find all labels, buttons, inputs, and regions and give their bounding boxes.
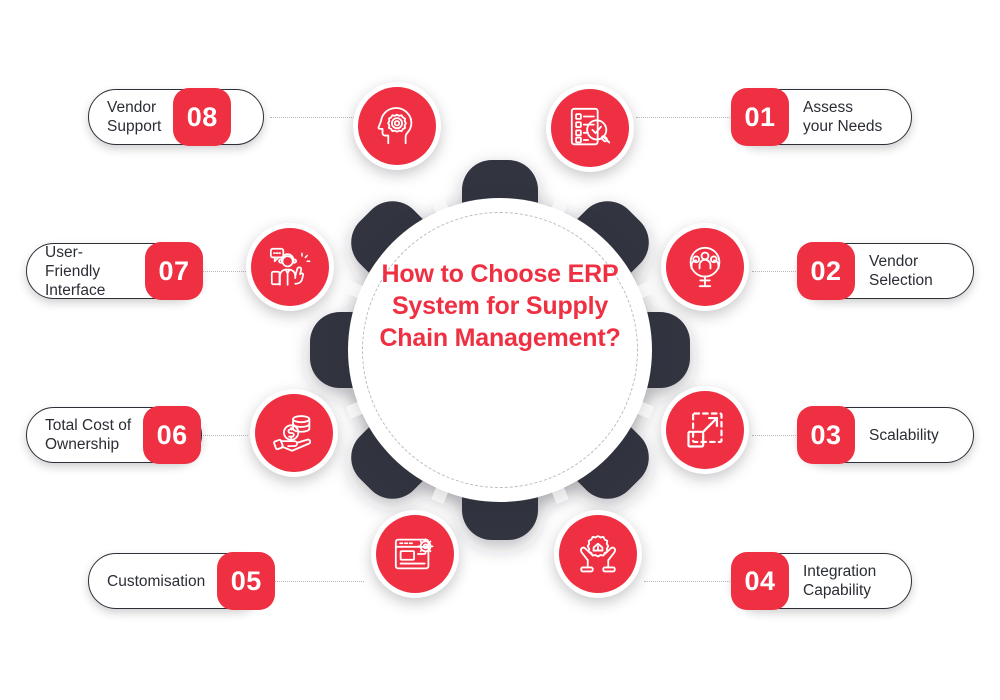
step-number-04: 04 [731,552,789,610]
step-number-01: 01 [731,88,789,146]
icon-bubble-08[interactable] [353,82,441,170]
step-pill-05[interactable]: 05 Customisation [88,552,276,610]
step-label-03: Scalability [869,426,939,444]
connector-line-03 [752,435,808,436]
page-title: How to Choose ERP System for Supply Chai… [379,260,621,352]
step-label-04: Integration Capability [803,563,877,599]
icon-bubble-05[interactable] [371,510,459,598]
step-label-06: Total Cost of Ownership [45,417,132,453]
icon-bubble-07[interactable] [246,223,334,311]
connector-line-08 [270,117,362,118]
step-label-02: Vendor Selection [869,253,933,289]
icon-bubble-01[interactable] [546,84,634,172]
connector-line-07 [192,271,248,272]
step-label-01: Assess your Needs [803,99,883,135]
icon-bubble-03[interactable] [661,386,749,474]
step-pill-01[interactable]: 01 Assess your Needs [731,88,912,146]
hands-holding-gear-icon [575,531,621,577]
icon-bubble-06[interactable] [250,389,338,477]
step-number-03: 03 [797,406,855,464]
step-pill-02[interactable]: 02 Vendor Selection [797,242,974,300]
magnifier-people-group-icon [682,244,728,290]
support-agent-person-icon [267,244,313,290]
connector-line-06 [194,435,248,436]
head-gear-thinking-icon [374,103,420,149]
step-pill-08[interactable]: 08 Vendor Support [88,88,264,146]
icon-bubble-02[interactable] [661,223,749,311]
step-label-05: Customisation [107,572,206,590]
checklist-magnifier-check-icon [567,105,613,151]
step-pill-04[interactable]: 04 Integration Capability [731,552,912,610]
connector-line-05 [258,581,364,582]
expand-arrow-squares-icon [683,408,727,452]
hand-holding-coins-icon [271,410,317,456]
step-label-07: User-Friendly Interface [45,243,106,299]
connector-line-04 [644,581,742,582]
connector-line-02 [752,271,808,272]
step-number-07: 07 [145,242,203,300]
connector-line-01 [636,117,742,118]
step-pill-07[interactable]: 07 User-Friendly Interface [26,242,203,300]
step-number-08: 08 [173,88,232,146]
step-pill-06[interactable]: 06 Total Cost of Ownership [26,406,202,464]
step-number-02: 02 [797,242,855,300]
step-pill-03[interactable]: 03 Scalability [797,406,974,464]
step-number-06: 06 [143,406,202,464]
step-label-08: Vendor Support [107,99,162,135]
icon-bubble-04[interactable] [554,510,642,598]
browser-window-gear-icon [392,531,438,577]
center-dashed-ring [362,212,638,488]
step-number-05: 05 [217,552,276,610]
